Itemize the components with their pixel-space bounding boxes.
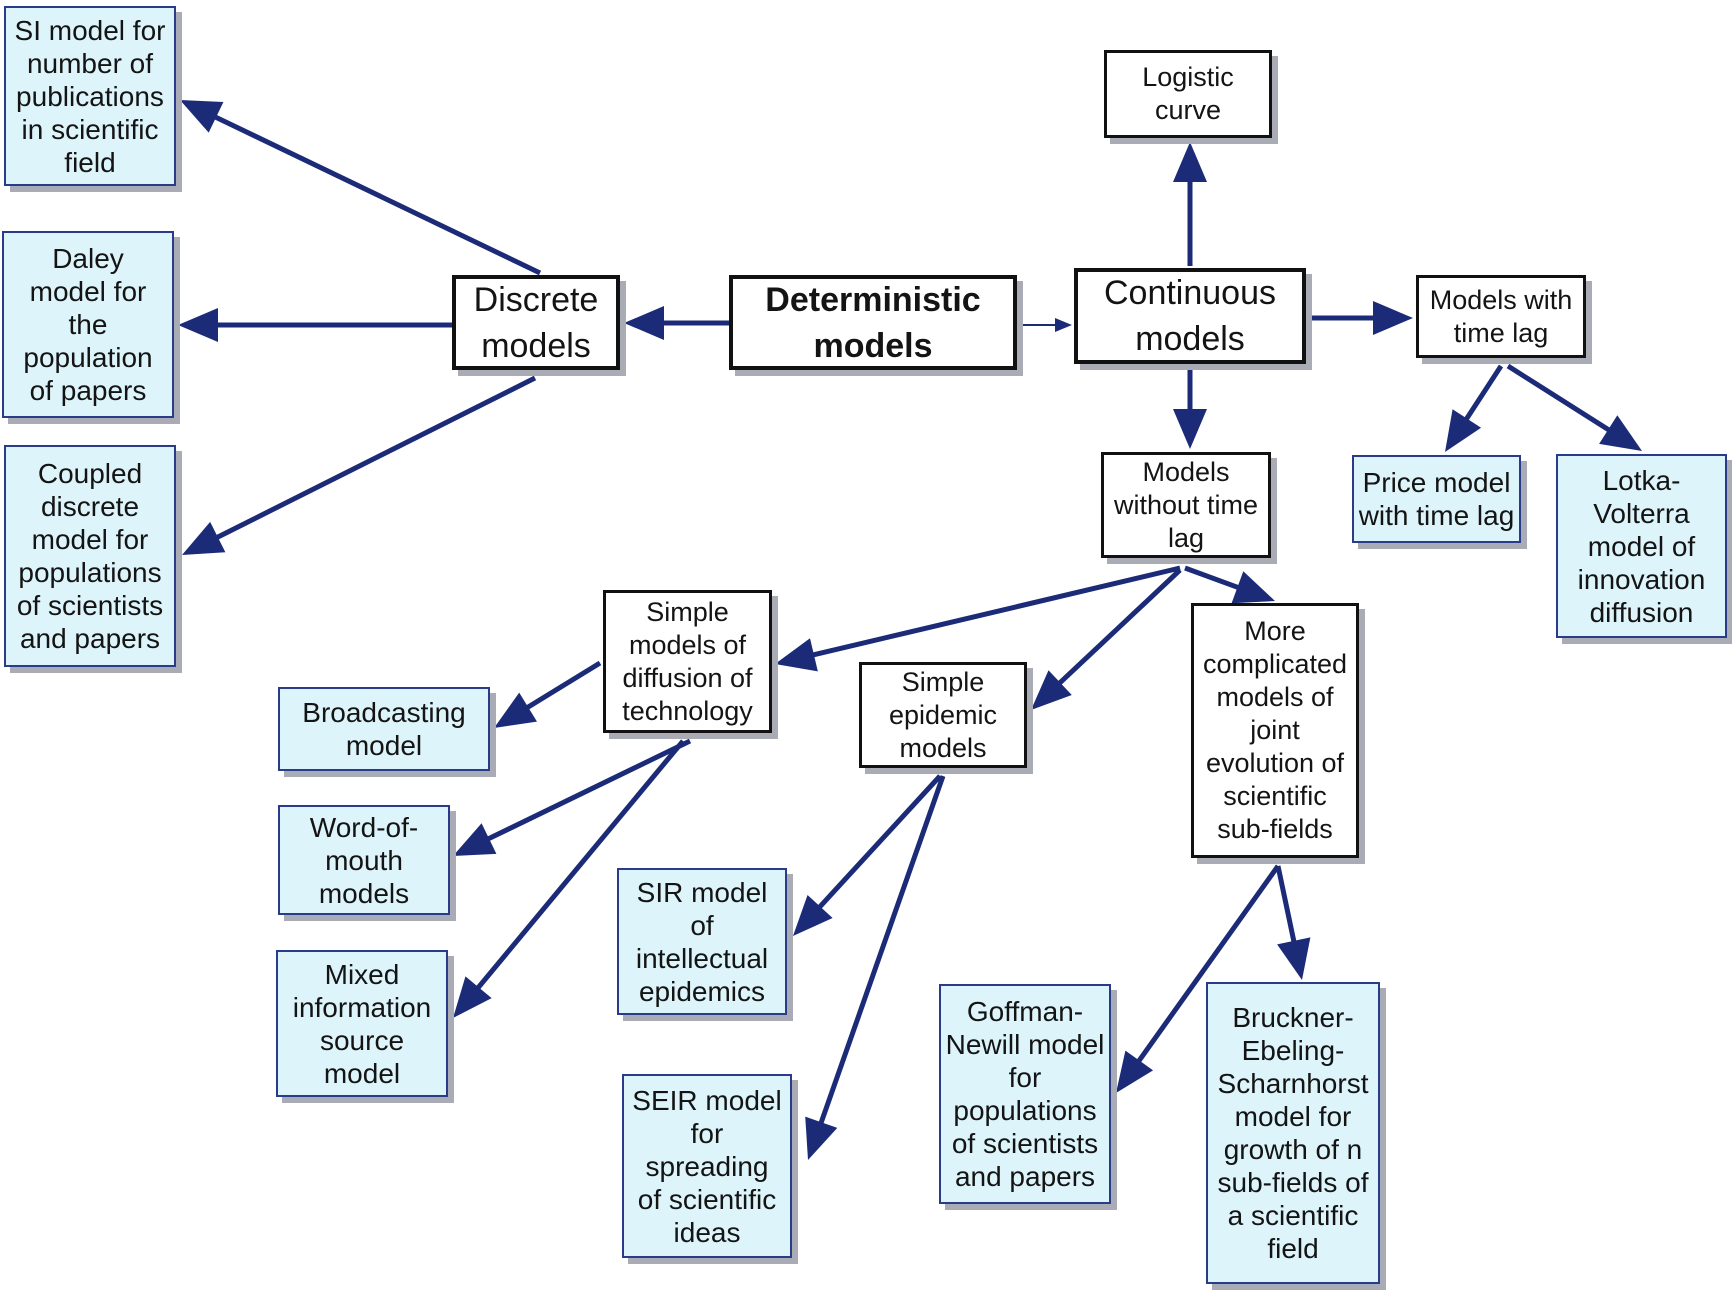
edge-without-lag-to-complicated-arrowhead — [1231, 571, 1275, 604]
edge-complicated-to-goffman-line — [1136, 864, 1281, 1064]
edge-simple-epidemic-to-sir-arrowhead — [793, 895, 833, 936]
edge-complicated-to-bruckner-arrowhead — [1277, 937, 1311, 980]
edge-discrete-to-daley — [178, 308, 452, 342]
edge-deterministic-to-continuous — [1021, 318, 1072, 332]
edge-continuous-to-without-lag — [1173, 370, 1207, 449]
node-sir-model: SIR model of intellectual epidemics — [617, 868, 787, 1015]
edge-discrete-to-coupled — [182, 375, 537, 555]
node-complicated-models: More complicated models of joint evoluti… — [1191, 603, 1359, 858]
edge-time-lag-to-price — [1445, 364, 1504, 452]
edge-simple-diffusion-to-word-of-mouth-line — [486, 738, 692, 842]
node-word-of-mouth-models: Word-of- mouth models — [278, 805, 450, 915]
edge-complicated-to-goffman-arrowhead — [1116, 1050, 1154, 1093]
node-simple-epidemic-models: Simple epidemic models — [859, 662, 1027, 768]
edge-complicated-to-bruckner-line — [1275, 865, 1297, 944]
edge-complicated-to-goffman — [1116, 864, 1281, 1093]
edge-continuous-to-time-lag — [1310, 301, 1413, 335]
node-simple-diffusion-models: Simple models of diffusion of technology — [603, 590, 772, 733]
node-goffman-newill-model: Goffman- Newill model for populations of… — [939, 984, 1111, 1204]
node-logistic-curve: Logistic curve — [1104, 50, 1272, 138]
edge-discrete-to-daley-arrowhead — [178, 308, 218, 342]
edge-continuous-to-without-lag-arrowhead — [1173, 409, 1207, 449]
edge-simple-diffusion-to-word-of-mouth-arrowhead — [453, 823, 497, 856]
edge-simple-epidemic-to-seir-line — [818, 775, 946, 1125]
edge-simple-diffusion-to-mixed — [453, 739, 685, 1018]
edge-continuous-to-logistic — [1173, 142, 1207, 266]
node-coupled-discrete-model: Coupled discrete model for populations o… — [4, 445, 176, 667]
node-bruckner-ebeling-scharnhorst-model: Bruckner- Ebeling- Scharnhorst model for… — [1206, 982, 1380, 1284]
edge-time-lag-to-lotka-line — [1506, 363, 1612, 433]
edge-time-lag-to-lotka-arrowhead — [1599, 415, 1642, 451]
edge-simple-diffusion-to-broadcasting — [494, 660, 602, 728]
node-broadcasting-model: Broadcasting model — [278, 687, 490, 771]
node-models-with-time-lag: Models with time lag — [1416, 275, 1586, 358]
edge-without-lag-to-complicated-line — [1184, 565, 1241, 591]
edge-discrete-to-coupled-arrowhead — [182, 521, 226, 555]
edge-without-lag-to-simple-diffusion-arrowhead — [775, 638, 818, 672]
edge-simple-epidemic-to-sir-line — [816, 774, 942, 910]
edge-without-lag-to-simple-epidemic-line — [1056, 568, 1182, 686]
edge-time-lag-to-price-arrowhead — [1445, 409, 1482, 452]
node-lotka-volterra-model: Lotka- Volterra model of innovation diff… — [1556, 454, 1727, 638]
edge-simple-epidemic-to-sir — [793, 774, 942, 936]
edge-continuous-to-logistic-arrowhead — [1173, 142, 1207, 182]
node-models-without-time-lag: Models without time lag — [1101, 452, 1271, 558]
node-price-model: Price model with time lag — [1352, 455, 1521, 543]
edge-continuous-to-time-lag-arrowhead — [1373, 301, 1413, 335]
edge-without-lag-to-simple-diffusion — [775, 565, 1181, 672]
node-mixed-information-source-model: Mixed information source model — [276, 950, 448, 1097]
node-deterministic-models: Deterministic models — [729, 275, 1017, 370]
node-continuous-models: Continuous models — [1074, 268, 1306, 364]
node-seir-model: SEIR model for spreading of scientific i… — [622, 1074, 792, 1258]
edge-without-lag-to-simple-epidemic — [1031, 568, 1182, 710]
edge-without-lag-to-simple-epidemic-arrowhead — [1031, 670, 1072, 710]
node-daley-model: Daley model for the population of papers — [2, 231, 174, 418]
edge-time-lag-to-price-line — [1463, 364, 1504, 422]
edge-complicated-to-bruckner — [1275, 865, 1311, 980]
edge-without-lag-to-simple-diffusion-line — [811, 565, 1181, 658]
edge-deterministic-to-continuous-arrowhead — [1055, 318, 1072, 332]
edge-discrete-to-si-model — [180, 100, 542, 276]
edge-simple-diffusion-to-word-of-mouth — [453, 738, 692, 856]
edge-simple-diffusion-to-broadcasting-line — [525, 660, 602, 711]
node-discrete-models: Discrete models — [452, 275, 620, 370]
edge-time-lag-to-lotka — [1506, 363, 1642, 451]
node-si-model: SI model for number of publications in s… — [4, 6, 176, 186]
edge-simple-diffusion-to-mixed-arrowhead — [453, 976, 492, 1018]
edge-without-lag-to-complicated — [1184, 565, 1275, 604]
edge-simple-epidemic-to-seir-arrowhead — [805, 1116, 838, 1160]
edge-simple-diffusion-to-mixed-line — [475, 739, 685, 991]
edge-deterministic-to-discrete — [624, 306, 729, 340]
edge-simple-diffusion-to-broadcasting-arrowhead — [494, 692, 537, 728]
edge-discrete-to-si-model-arrowhead — [180, 100, 224, 133]
edge-discrete-to-si-model-line — [213, 114, 542, 276]
edge-deterministic-to-discrete-arrowhead — [624, 306, 664, 340]
edge-discrete-to-coupled-line — [214, 375, 537, 541]
edge-simple-epidemic-to-seir — [805, 775, 946, 1160]
